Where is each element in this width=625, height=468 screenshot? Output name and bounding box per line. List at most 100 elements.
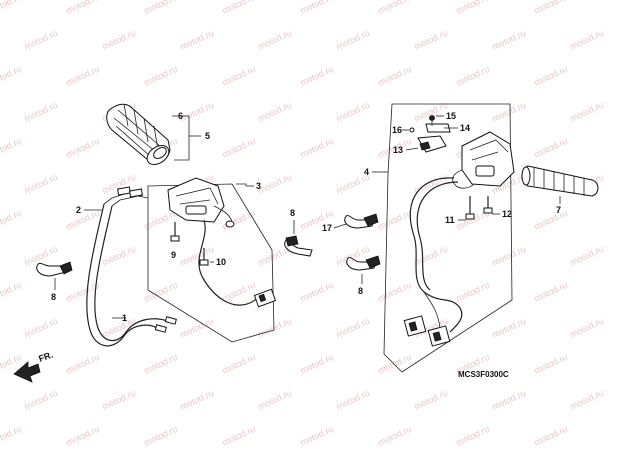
callout-17: 17 — [322, 223, 332, 233]
watermark-text: motod.ru — [533, 424, 569, 448]
watermark-text: motod.ru — [65, 352, 101, 376]
watermark-text: motod.ru — [257, 100, 293, 124]
watermark-text: motod.ru — [101, 244, 137, 268]
watermark-text: motod.ru — [455, 424, 491, 448]
watermark-text: motod.ru — [0, 280, 23, 304]
watermark-text: motod.ru — [533, 352, 569, 376]
callout-8a: 8 — [51, 292, 56, 302]
watermark-text: motod.ru — [455, 280, 491, 304]
callout-14: 14 — [460, 123, 470, 133]
callout-16: 16 — [392, 125, 402, 135]
watermark-text: motod.ru — [569, 316, 605, 340]
watermark-text: motod.ru — [413, 388, 449, 412]
watermark-text: motod.ru — [23, 172, 59, 196]
left-handlebar-switch[interactable] — [167, 177, 235, 228]
watermark-text: motod.ru — [299, 136, 335, 160]
watermark-text: motod.ru — [335, 388, 371, 412]
cable-clamp-8-center[interactable] — [284, 235, 313, 257]
callout-15: 15 — [446, 111, 456, 121]
watermark-text: motod.ru — [221, 0, 257, 16]
watermark-text: motod.ru — [299, 424, 335, 448]
watermark-text: motod.ru — [257, 28, 293, 52]
left-switch-connector[interactable] — [253, 288, 277, 308]
watermark-text: motod.ru — [179, 244, 215, 268]
watermark-text: motod.ru — [179, 100, 215, 124]
screw-10[interactable] — [199, 248, 209, 266]
watermark-text: motod.ru — [377, 352, 413, 376]
watermark-text: motod.ru — [221, 136, 257, 160]
screw-9[interactable] — [170, 222, 180, 242]
front-direction-label: FR. — [37, 350, 54, 364]
watermark-text: motod.ru — [23, 316, 59, 340]
watermark-text: motod.ru — [0, 208, 23, 232]
callout-7: 7 — [556, 205, 561, 215]
watermark-text: motod.ru — [413, 244, 449, 268]
callout-12: 12 — [502, 209, 512, 219]
watermark-text: motod.ru — [455, 0, 491, 16]
callout-8b: 8 — [290, 208, 295, 218]
watermark-text: motod.ru — [221, 352, 257, 376]
callout-4: 4 — [364, 167, 369, 177]
callout-5: 5 — [205, 131, 210, 141]
right-switch-wire — [409, 177, 463, 333]
callout-8c: 8 — [358, 286, 363, 296]
watermark-text: motod.ru — [569, 100, 605, 124]
watermark-text: motod.ru — [0, 424, 23, 448]
watermark-text: motod.ru — [101, 388, 137, 412]
watermark-text: motod.ru — [533, 280, 569, 304]
watermark-text: motod.ru — [569, 388, 605, 412]
watermark-text: motod.ru — [143, 64, 179, 88]
watermark-text: motod.ru — [221, 280, 257, 304]
watermark-text: motod.ru — [143, 352, 179, 376]
watermark-text: motod.ru — [491, 388, 527, 412]
bracket-13[interactable] — [417, 135, 447, 153]
watermark-text: motod.ru — [491, 244, 527, 268]
watermark-text: motod.ru — [377, 424, 413, 448]
watermark-text: motod.ru — [221, 424, 257, 448]
watermark-text: motod.ru — [143, 424, 179, 448]
cable-clamp-8-right[interactable] — [346, 255, 381, 271]
clamp-17[interactable] — [344, 213, 379, 229]
callout-3: 3 — [256, 181, 261, 191]
watermark-text: motod.ru — [65, 208, 101, 232]
watermark-text: motod.ru — [377, 0, 413, 16]
left-grip[interactable] — [106, 103, 173, 168]
watermark-text: motod.ru — [299, 64, 335, 88]
callout-2: 2 — [76, 205, 81, 215]
screw-15[interactable] — [429, 115, 435, 127]
watermark-text: motod.ru — [491, 28, 527, 52]
watermark-text: motod.ru — [101, 316, 137, 340]
watermark-text: motod.ru — [0, 136, 23, 160]
watermark-text: motod.ru — [257, 172, 293, 196]
callout-10: 10 — [216, 257, 226, 267]
right-switch-connector-a[interactable] — [403, 315, 427, 337]
watermark-text: motod.ru — [65, 0, 101, 16]
watermark-text: motod.ru — [533, 64, 569, 88]
watermark-text: motod.ru — [335, 28, 371, 52]
watermark-text: motod.ru — [299, 280, 335, 304]
watermark-text: motod.ru — [533, 0, 569, 16]
watermark-text: motod.ru — [257, 316, 293, 340]
throttle-cables[interactable] — [86, 186, 177, 347]
watermark-text: motod.ru — [0, 0, 23, 16]
watermark-text: motod.ru — [299, 0, 335, 16]
watermark-text: motod.ru — [491, 100, 527, 124]
right-handlebar-switch[interactable] — [452, 131, 515, 189]
watermark-text: motod.ru — [101, 28, 137, 52]
watermark-text: motod.ru — [377, 280, 413, 304]
watermark-text: motod.ru — [23, 388, 59, 412]
callout-9: 9 — [171, 250, 176, 260]
screw-11[interactable] — [465, 196, 475, 220]
screw-12[interactable] — [483, 196, 493, 214]
watermark-text: motod.ru — [179, 388, 215, 412]
watermark-text: motod.ru — [257, 388, 293, 412]
watermark-text: motod.ru — [221, 208, 257, 232]
watermark-text: motod.ru — [65, 64, 101, 88]
clip-16[interactable] — [409, 127, 415, 133]
cable-clamp-8-left[interactable] — [36, 261, 73, 277]
right-grip[interactable] — [521, 165, 599, 197]
watermark-text: motod.ru — [179, 28, 215, 52]
right-switch-connector-b[interactable] — [427, 325, 451, 347]
